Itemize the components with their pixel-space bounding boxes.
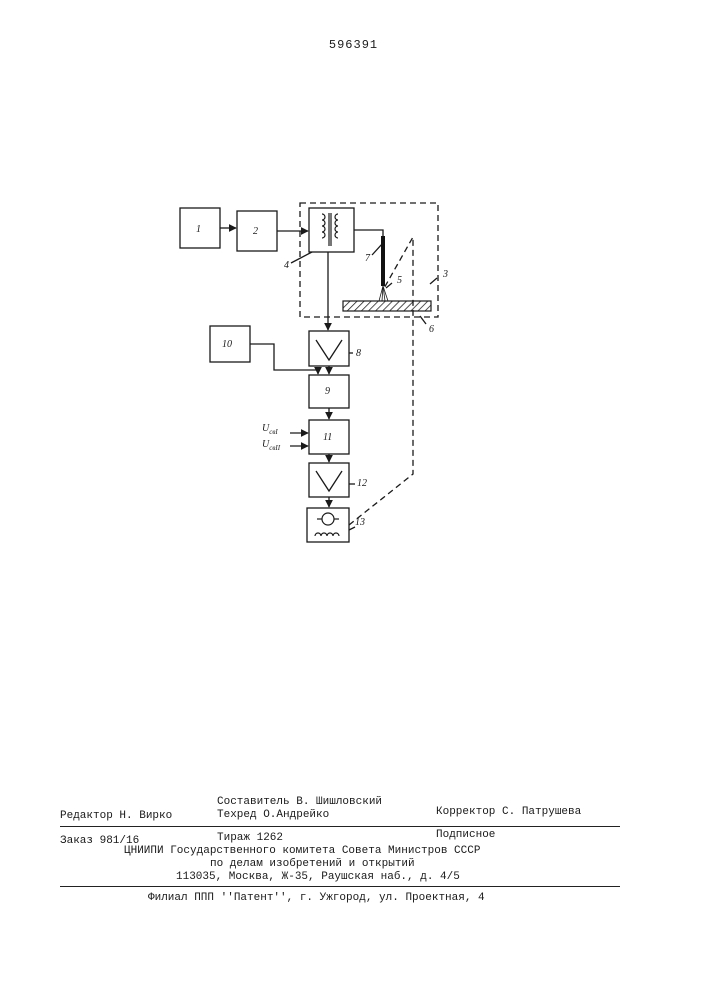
label-u2: UcвII	[262, 439, 281, 452]
circulation: Тираж 1262	[217, 832, 283, 844]
transformer-coils	[322, 213, 338, 246]
label-4: 4	[284, 260, 289, 271]
address: 113035, Москва, Ж-35, Раушская наб., д. …	[176, 871, 460, 883]
label-9: 9	[325, 386, 330, 397]
amplifier-8-symbol	[316, 340, 342, 360]
label-5: 5	[397, 275, 402, 286]
label-3: 3	[442, 269, 448, 280]
divider-1	[60, 826, 620, 827]
wire-10-9	[250, 344, 318, 374]
label-13: 13	[355, 517, 365, 528]
corrector: Корректор С. Патрушева	[436, 806, 581, 818]
techred: Техред О.Андрейко	[217, 809, 329, 821]
label-u1: UcвI	[262, 423, 278, 436]
label-1: 1	[196, 224, 201, 235]
label-11: 11	[323, 432, 332, 443]
amplifier-12-symbol	[316, 471, 342, 491]
label-10: 10	[222, 339, 232, 350]
label-8: 8	[356, 348, 361, 359]
motor-symbol	[315, 513, 339, 536]
branch: Филиал ППП ''Патент'', г. Ужгород, ул. П…	[148, 892, 485, 904]
label-12: 12	[357, 478, 367, 489]
compiler: Составитель В. Шишловский	[217, 796, 382, 808]
label-7: 7	[365, 253, 371, 264]
subscription: Подписное	[436, 829, 495, 841]
org-line-1: ЦНИИПИ Государственного комитета Совета …	[124, 845, 480, 857]
label-2: 2	[253, 226, 258, 237]
wire-4-electrode	[354, 230, 383, 236]
workpiece-6	[343, 301, 431, 311]
divider-2	[60, 886, 620, 887]
org-line-2: по делам изобретений и открытий	[210, 858, 415, 870]
label-6: 6	[429, 324, 434, 335]
editor: Редактор Н. Вирко	[60, 810, 172, 822]
